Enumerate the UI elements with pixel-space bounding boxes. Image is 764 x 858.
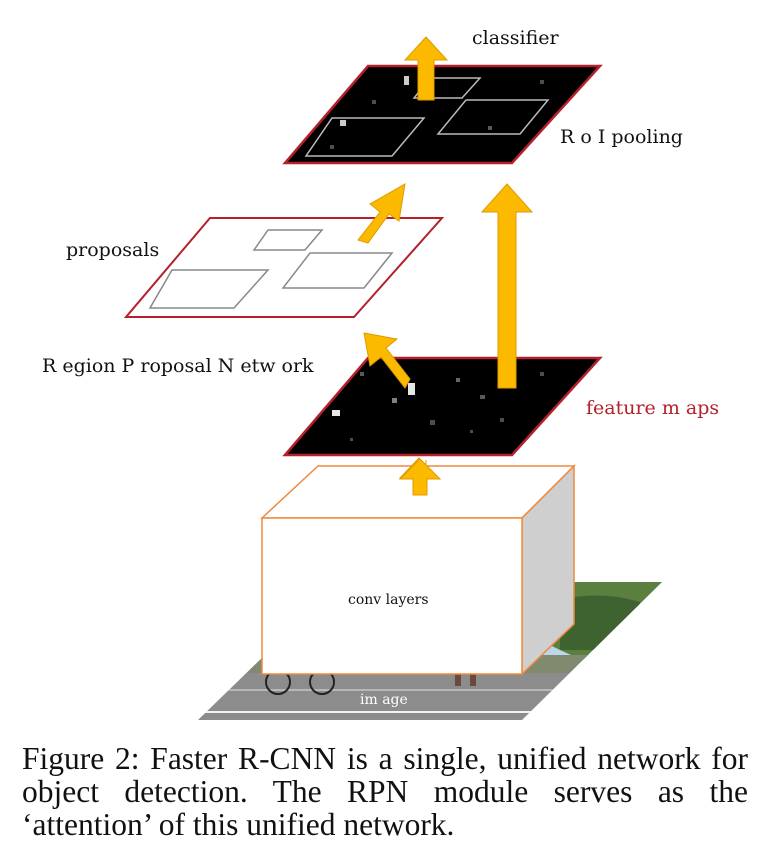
conv-layers-box (260, 464, 576, 676)
proposal-box (148, 269, 270, 309)
arrow-conv-to-feature-maps-shape (398, 458, 442, 496)
conv-layers-label: conv layers (348, 592, 429, 608)
proposals-label: proposals (66, 239, 159, 261)
conv-box-front (261, 517, 523, 675)
arrow-roi-to-classifier (403, 36, 449, 101)
feature-maps-plane (282, 356, 603, 457)
image-label: im age (360, 692, 408, 708)
figure-caption: Figure 2: Faster R-CNN is a single, unif… (22, 741, 748, 842)
proposals-plane (123, 217, 445, 318)
arrow-feature-maps-to-roi (480, 183, 534, 389)
architecture-diagram: im age conv layers feature m aps R egion… (42, 27, 719, 720)
arrow-proposals-to-roi (357, 183, 406, 244)
roi-box (304, 117, 426, 157)
roi-box (436, 99, 550, 135)
feature-maps-label: feature m aps (586, 397, 719, 419)
rpn-label: R egion P roposal N etw ork (42, 355, 314, 377)
roi-pooling-label: R o I pooling (560, 126, 683, 148)
proposal-box (281, 252, 394, 289)
classifier-label: classifier (472, 27, 560, 49)
roi-pooling-plane (282, 64, 603, 165)
arrow-rpn-to-proposals (363, 332, 411, 389)
proposal-box (252, 229, 324, 251)
